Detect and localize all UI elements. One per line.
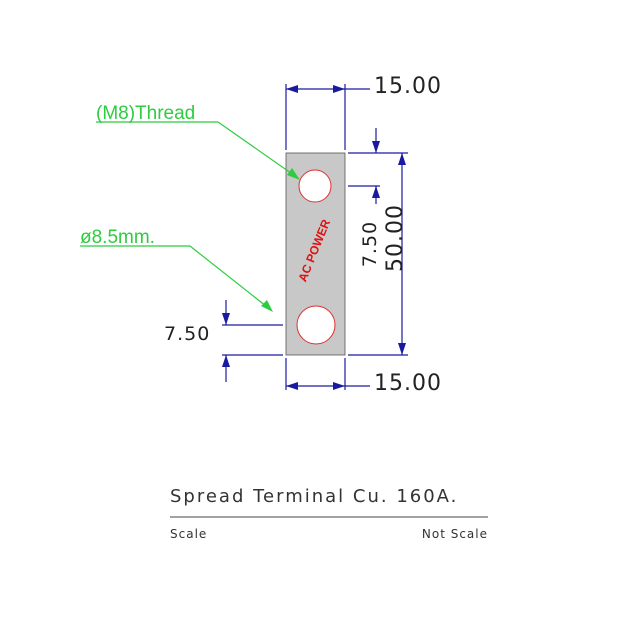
bottom-width-dimension: 15.00 (374, 371, 442, 396)
drawing-title: Spread Terminal Cu. 160A. (170, 486, 458, 507)
scale-label: Scale (170, 527, 207, 541)
bottom-hole-offset-dimension: 7.50 (164, 323, 210, 345)
annotation-arrows (261, 168, 300, 312)
annotation-leaders (80, 121, 299, 311)
top-hole-offset-dimension: 7.50 (359, 221, 381, 267)
top-hole (298, 169, 332, 203)
thread-note: (M8)Thread (96, 103, 195, 124)
top-width-dimension: 15.00 (374, 74, 442, 99)
scale-value: Not Scale (422, 527, 488, 541)
hole-diameter-note: ø8.5mm. (80, 227, 155, 248)
total-height-dimension: 50.00 (383, 204, 408, 272)
dimension-arrows (222, 85, 406, 390)
dimension-lines (222, 84, 408, 390)
bottom-hole (296, 305, 336, 345)
